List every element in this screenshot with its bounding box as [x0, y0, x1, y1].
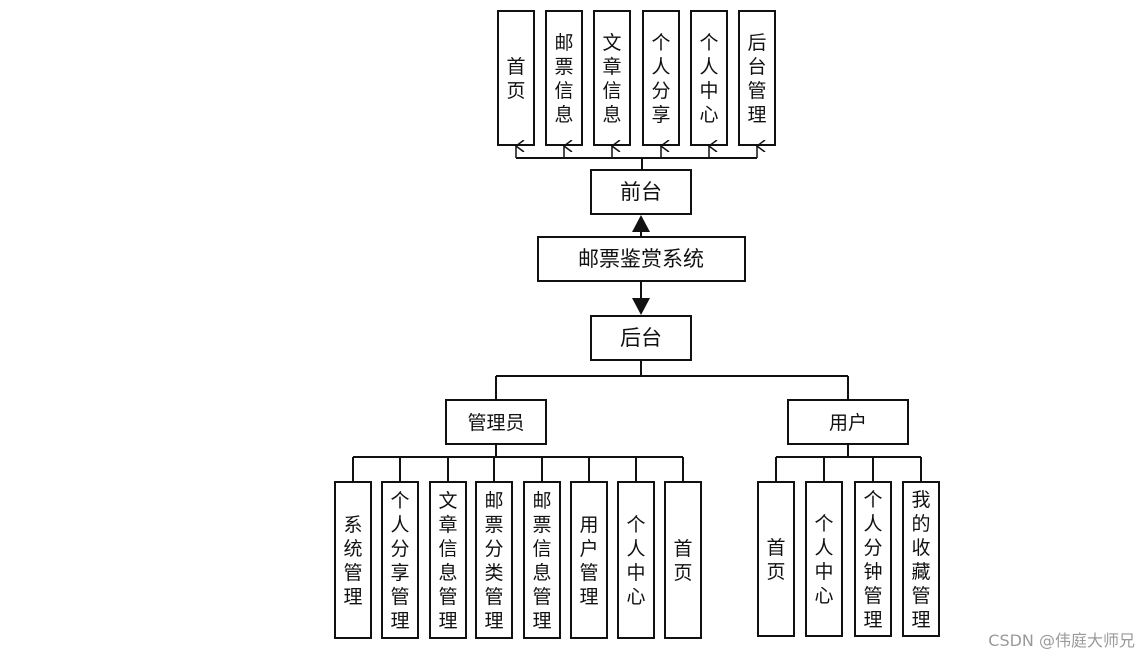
- admin-item-label: 邮票信息管理: [532, 490, 551, 632]
- frontend-item-label: 个人分享: [651, 32, 670, 126]
- admin-item-label: 系统管理: [343, 514, 362, 608]
- user-item-box: [805, 481, 843, 637]
- admin-item-label: 文章信息管理: [438, 490, 457, 632]
- user-item-label: 我的收藏管理: [911, 489, 930, 631]
- admin-box: [445, 399, 547, 445]
- frontend-item-box: [497, 10, 535, 146]
- frontend-label: 前台: [620, 180, 662, 204]
- user-connectors: [775, 444, 922, 482]
- center-to-backend-arrowhead: [632, 298, 650, 315]
- center-box: [537, 236, 746, 282]
- frontend-connectors: [516, 146, 757, 170]
- frontend-item-label: 个人中心: [699, 32, 718, 126]
- admin-label: 管理员: [467, 412, 524, 434]
- center-to-frontend-arrowhead: [632, 215, 650, 232]
- admin-connectors: [352, 444, 684, 482]
- user-item-label: 首页: [766, 537, 785, 583]
- user-label: 用户: [829, 412, 867, 434]
- user-item-box: [854, 481, 892, 637]
- center-label: 邮票鉴赏系统: [578, 247, 704, 271]
- admin-item-label: 首页: [673, 538, 692, 584]
- frontend-item-box: [545, 10, 583, 146]
- user-box: [787, 399, 909, 445]
- admin-item-label: 个人中心: [626, 514, 645, 608]
- admin-item-box: [381, 481, 419, 639]
- frontend-items: 首页 邮票信息 文章信息 个人分享 个人中心 后台管理: [497, 10, 776, 146]
- admin-item-box: [664, 481, 702, 639]
- admin-item-label: 用户管理: [579, 514, 598, 608]
- frontend-item-label: 文章信息: [602, 32, 621, 126]
- user-item-box: [902, 481, 940, 637]
- admin-item-box: [475, 481, 513, 639]
- frontend-item-label: 后台管理: [747, 32, 766, 126]
- backend-box: [590, 315, 692, 361]
- admin-item-box: [429, 481, 467, 639]
- frontend-item-label: 邮票信息: [554, 32, 573, 126]
- user-items: 首页 个人中心 个人分钟管理 我的收藏管理: [757, 481, 940, 637]
- admin-item-label: 邮票分类管理: [484, 490, 503, 632]
- user-item-label: 个人分钟管理: [863, 489, 882, 631]
- backend-label: 后台: [620, 326, 662, 350]
- admin-item-label: 个人分享管理: [390, 490, 409, 632]
- admin-item-box: [570, 481, 608, 639]
- frontend-item-box: [690, 10, 728, 146]
- admin-item-box: [523, 481, 561, 639]
- user-item-label: 个人中心: [814, 513, 833, 607]
- admin-item-box: [617, 481, 655, 639]
- admin-items: 系统管理 个人分享管理 文章信息管理 邮票分类管理 邮票信息管理 用户管理 个人…: [334, 481, 702, 639]
- user-item-box: [757, 481, 795, 637]
- admin-item-box: [334, 481, 372, 639]
- frontend-box: [590, 169, 692, 215]
- watermark: CSDN @伟庭大师兄: [988, 631, 1135, 650]
- backend-connectors: [495, 360, 849, 400]
- frontend-item-label: 首页: [506, 56, 525, 102]
